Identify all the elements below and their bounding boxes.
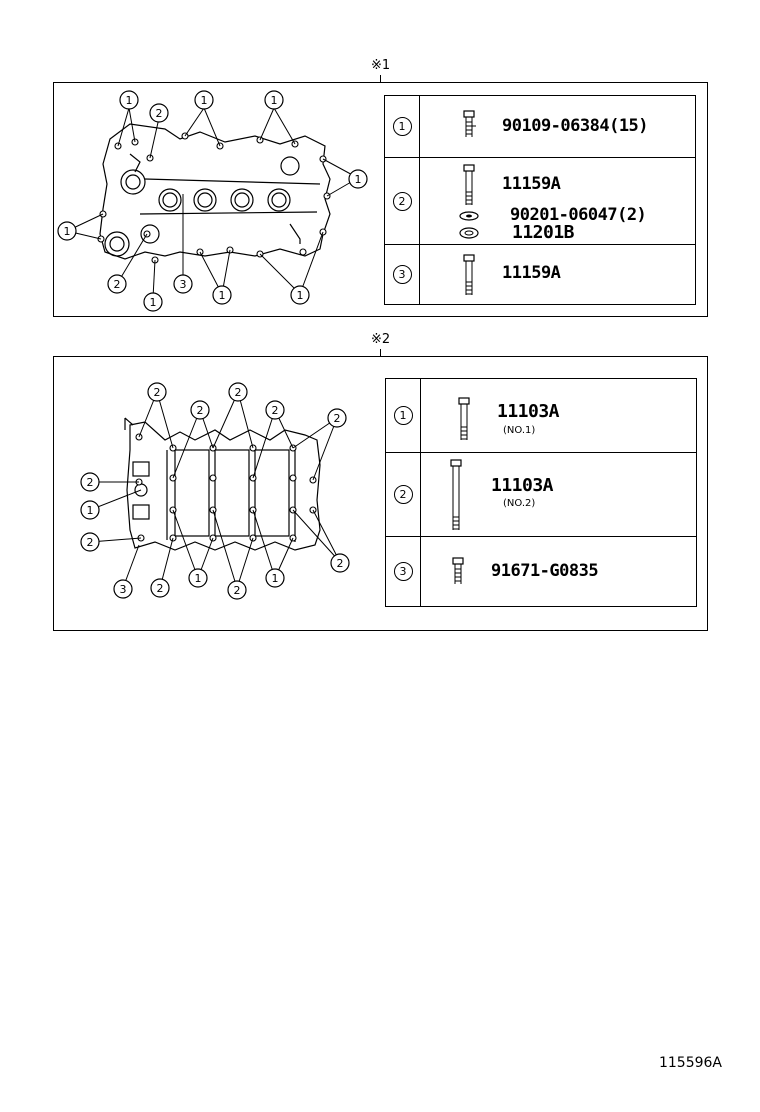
p1-callout-1d: 1 <box>355 173 362 186</box>
p1-row2-part-number-3: 11201B <box>512 222 575 243</box>
p2-callout-2b: 2 <box>197 404 204 417</box>
p2-row1-number: 1 <box>393 406 413 425</box>
p2-callout-2i: 2 <box>234 584 241 597</box>
panel1-cover-drawing: 1 2 1 1 1 1 2 1 3 1 1 <box>57 90 368 312</box>
p2-row3-part-number: 91671-G0835 <box>491 561 599 581</box>
p1-row1-number: 1 <box>392 117 412 136</box>
panel1-mark: ※1 <box>371 58 391 73</box>
p1-row2-part-number-1: 11159A <box>502 174 561 194</box>
p1-callout-2a: 2 <box>156 107 163 120</box>
bolt-icon <box>458 397 470 440</box>
p2-callout-2f: 2 <box>87 476 94 489</box>
p1-callout-1e: 1 <box>64 225 71 238</box>
p2-row2-number: 2 <box>393 485 413 504</box>
p2-callout-2e: 2 <box>334 412 341 425</box>
panel2-head-drawing: 2 2 2 2 2 2 1 2 3 2 1 2 1 2 <box>80 382 350 600</box>
p1-row2-number: 2 <box>392 191 412 211</box>
p2-callout-2c: 2 <box>235 386 242 399</box>
p2-callout-2g: 2 <box>87 536 94 549</box>
p2-row3-number: 3 <box>393 562 413 581</box>
p2-row1-note: (NO.1) <box>503 425 536 436</box>
p1-row1-part-number: 90109-06384(15) <box>502 116 649 136</box>
p2-callout-1b: 1 <box>195 572 202 585</box>
p1-callout-1b: 1 <box>201 94 208 107</box>
p1-callout-1h: 1 <box>297 289 304 302</box>
short-bolt-icon <box>452 557 464 584</box>
p2-callout-2a: 2 <box>154 386 161 399</box>
panel1-legend-table: 1 90109-06384(15) 2 11159A <box>384 95 696 305</box>
long-bolt-icon <box>450 459 462 530</box>
illustration-code: 115596A <box>658 1055 722 1071</box>
washer-icon <box>459 211 479 221</box>
p1-callout-1g: 1 <box>219 289 226 302</box>
p1-callout-1c: 1 <box>271 94 278 107</box>
bolt-icon <box>463 254 475 295</box>
p2-callout-1a: 1 <box>87 504 94 517</box>
p2-callout-3a: 3 <box>120 583 127 596</box>
p1-callout-3a: 3 <box>180 278 187 291</box>
p2-row2-part-number: 11103A <box>491 475 554 496</box>
p1-callout-2b: 2 <box>114 278 121 291</box>
p1-row2-part-number-2: 90201-06047(2) <box>510 205 647 225</box>
bolt-icon <box>463 164 475 205</box>
panel2-legend-table: 1 11103A (NO.1) 2 11103A (NO.2) 3 <box>385 378 697 607</box>
bolt-icon <box>463 110 476 137</box>
panel1-mark-tick <box>380 75 381 82</box>
grommet-icon <box>459 227 479 239</box>
p1-callout-1f: 1 <box>150 296 157 309</box>
p1-row3-number: 3 <box>392 265 412 284</box>
p1-row3-part-number: 11159A <box>502 263 561 283</box>
p2-callout-2h: 2 <box>157 582 164 595</box>
p2-callout-2d: 2 <box>272 404 279 417</box>
p2-row2-note: (NO.2) <box>503 498 536 509</box>
p1-callout-1a: 1 <box>126 94 133 107</box>
panel2-mark-tick <box>380 349 381 356</box>
p2-callout-2j: 2 <box>337 557 344 570</box>
p2-callout-1c: 1 <box>272 572 279 585</box>
p2-row1-part-number: 11103A <box>497 401 560 422</box>
panel2-mark: ※2 <box>371 332 391 347</box>
